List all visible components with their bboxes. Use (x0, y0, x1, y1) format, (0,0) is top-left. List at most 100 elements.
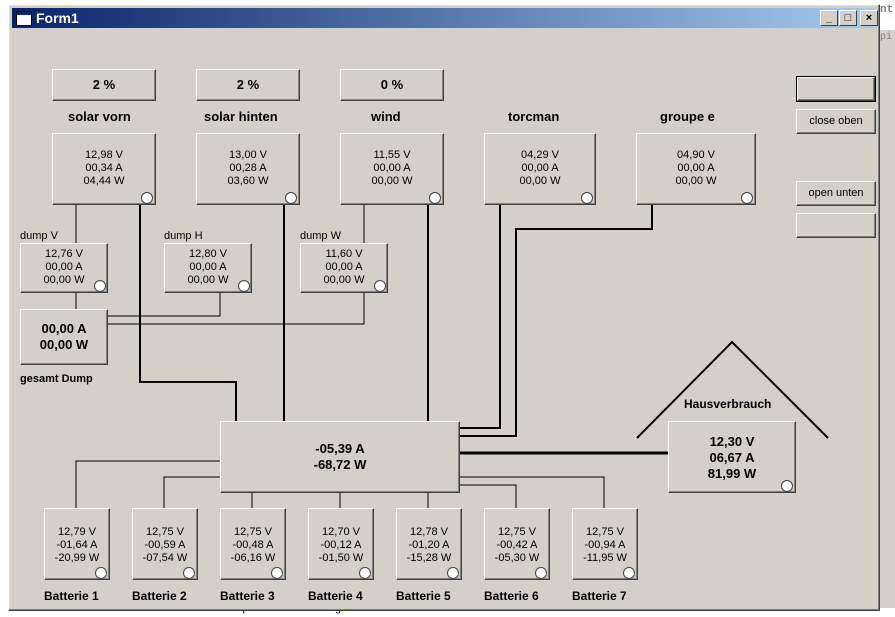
meter-dump-v: 12,76 V 00,00 A 00,00 W (20, 243, 108, 293)
batterie-4-voltage: 12,70 V (322, 526, 360, 538)
label-batterie-7: Batterie 7 (572, 589, 627, 603)
label-gesamt-dump: gesamt Dump (20, 373, 93, 385)
solar-vorn-voltage: 12,98 V (85, 149, 123, 161)
wiring-diagram (75, 204, 829, 508)
dump-v-voltage: 12,76 V (45, 248, 83, 260)
label-batterie-4: Batterie 4 (308, 589, 363, 603)
torcman-power: 00,00 W (519, 175, 561, 187)
central-current: -05,39 A (315, 441, 365, 456)
dump-w-radio[interactable] (374, 280, 386, 292)
batterie-1-current: -01,64 A (56, 539, 98, 551)
label-batterie-6: Batterie 6 (484, 589, 539, 603)
batterie-5-radio[interactable] (447, 567, 459, 579)
wire-dump-h-gesamt (108, 293, 221, 317)
wire-bat-2 (163, 476, 220, 508)
batterie-1-voltage: 12,79 V (58, 526, 96, 538)
meter-batterie-7: 12,75 V -00,94 A -11,95 W (572, 508, 638, 580)
label-torcman: torcman (508, 109, 560, 124)
meter-gesamt-dump: 00,00 A 00,00 W (20, 309, 108, 365)
label-hausverbrauch: Hausverbrauch (684, 397, 772, 411)
label-solar-hinten: solar hinten (204, 109, 278, 124)
blank-button-top[interactable] (796, 76, 876, 102)
dump-v-radio[interactable] (94, 280, 106, 292)
open-unten-button[interactable]: open unten (796, 181, 876, 206)
dump-h-current: 00,00 A (189, 261, 227, 273)
background-fragment-2: pi (880, 32, 893, 43)
batterie-2-voltage: 12,75 V (146, 526, 184, 538)
batterie-3-voltage: 12,75 V (234, 526, 272, 538)
blank-button-bottom[interactable] (796, 213, 876, 238)
meter-solar-vorn: 12,98 V 00,34 A 04,44 W (52, 133, 156, 205)
dump-w-current: 00,00 A (325, 261, 363, 273)
window-title: Form1 (36, 10, 79, 26)
label-dump-v: dump V (20, 230, 58, 242)
background-fragment-1: nt (880, 4, 894, 16)
dump-v-power: 00,00 W (43, 274, 85, 286)
meter-torcman: 04,29 V 00,00 A 00,00 W (484, 133, 596, 205)
batterie-7-radio[interactable] (623, 567, 635, 579)
dump-w-power: 00,00 W (323, 274, 365, 286)
wind-current: 00,00 A (373, 162, 411, 174)
form-icon (16, 11, 32, 26)
batterie-1-radio[interactable] (95, 567, 107, 579)
label-dump-h: dump H (164, 230, 203, 242)
groupe-e-radio[interactable] (741, 192, 753, 204)
batterie-7-power: -11,95 W (583, 552, 627, 564)
meter-groupe-e: 04,90 V 00,00 A 00,00 W (636, 133, 756, 205)
desktop-right-strip: nt pi (878, 0, 895, 617)
label-batterie-2: Batterie 2 (132, 589, 187, 603)
dump-h-radio[interactable] (238, 280, 250, 292)
label-groupe-e: groupe e (660, 109, 715, 124)
central-power: -68,72 W (313, 457, 367, 472)
batterie-3-radio[interactable] (271, 567, 283, 579)
solar-hinten-current: 00,28 A (229, 162, 267, 174)
batterie-5-power: -15,28 W (406, 552, 452, 564)
batterie-6-voltage: 12,75 V (498, 526, 536, 538)
batterie-5-current: -01,20 A (408, 539, 450, 551)
haus-power: 81,99 W (707, 466, 757, 481)
batterie-2-current: -00,59 A (144, 539, 186, 551)
solar-vorn-power: 04,44 W (83, 175, 125, 187)
close-button[interactable]: × (860, 10, 878, 26)
meter-batterie-2: 12,75 V -00,59 A -07,54 W (132, 508, 198, 580)
solar-vorn-radio[interactable] (141, 192, 153, 204)
close-oben-button[interactable]: close oben (796, 109, 876, 134)
meter-dump-h: 12,80 V 00,00 A 00,00 W (164, 243, 252, 293)
batterie-1-power: -20,99 W (54, 552, 100, 564)
wire-torcman (460, 204, 501, 429)
wire-bat-7 (460, 476, 605, 508)
batterie-2-radio[interactable] (183, 567, 195, 579)
gesamt-dump-current: 00,00 A (41, 321, 87, 336)
maximize-button[interactable]: □ (839, 10, 857, 26)
solar-vorn-current: 00,34 A (85, 162, 123, 174)
torcman-radio[interactable] (581, 192, 593, 204)
wire-bat-6 (460, 484, 517, 508)
percent-solar-hinten: 2 % (196, 69, 300, 101)
haus-radio[interactable] (781, 480, 793, 492)
meter-central: -05,39 A -68,72 W (220, 421, 460, 493)
meter-batterie-4: 12,70 V -00,12 A -01,50 W (308, 508, 374, 580)
label-batterie-3: Batterie 3 (220, 589, 275, 603)
batterie-3-current: -00,48 A (232, 539, 274, 551)
meter-haus: 12,30 V 06,67 A 81,99 W (668, 421, 796, 493)
batterie-7-current: -00,94 A (584, 539, 626, 551)
batterie-7-voltage: 12,75 V (586, 526, 624, 538)
percent-solar-vorn: 2 % (52, 69, 156, 101)
solar-hinten-voltage: 13,00 V (229, 149, 267, 161)
batterie-5-voltage: 12,78 V (410, 526, 448, 538)
title-bar[interactable]: Form1 _ □ × (12, 8, 878, 28)
batterie-4-radio[interactable] (359, 567, 371, 579)
meter-solar-hinten: 13,00 V 00,28 A 03,60 W (196, 133, 300, 205)
batterie-2-power: -07,54 W (142, 552, 188, 564)
solar-hinten-radio[interactable] (285, 192, 297, 204)
wind-radio[interactable] (429, 192, 441, 204)
batterie-6-radio[interactable] (535, 567, 547, 579)
percent-wind: 0 % (340, 69, 444, 101)
minimize-button[interactable]: _ (820, 10, 838, 26)
meter-batterie-6: 12,75 V -00,42 A -05,30 W (484, 508, 550, 580)
groupe-e-current: 00,00 A (677, 162, 715, 174)
wind-voltage: 11,55 V (373, 149, 411, 161)
solar-hinten-power: 03,60 W (227, 175, 269, 187)
dump-v-current: 00,00 A (45, 261, 83, 273)
batterie-4-power: -01,50 W (318, 552, 364, 564)
